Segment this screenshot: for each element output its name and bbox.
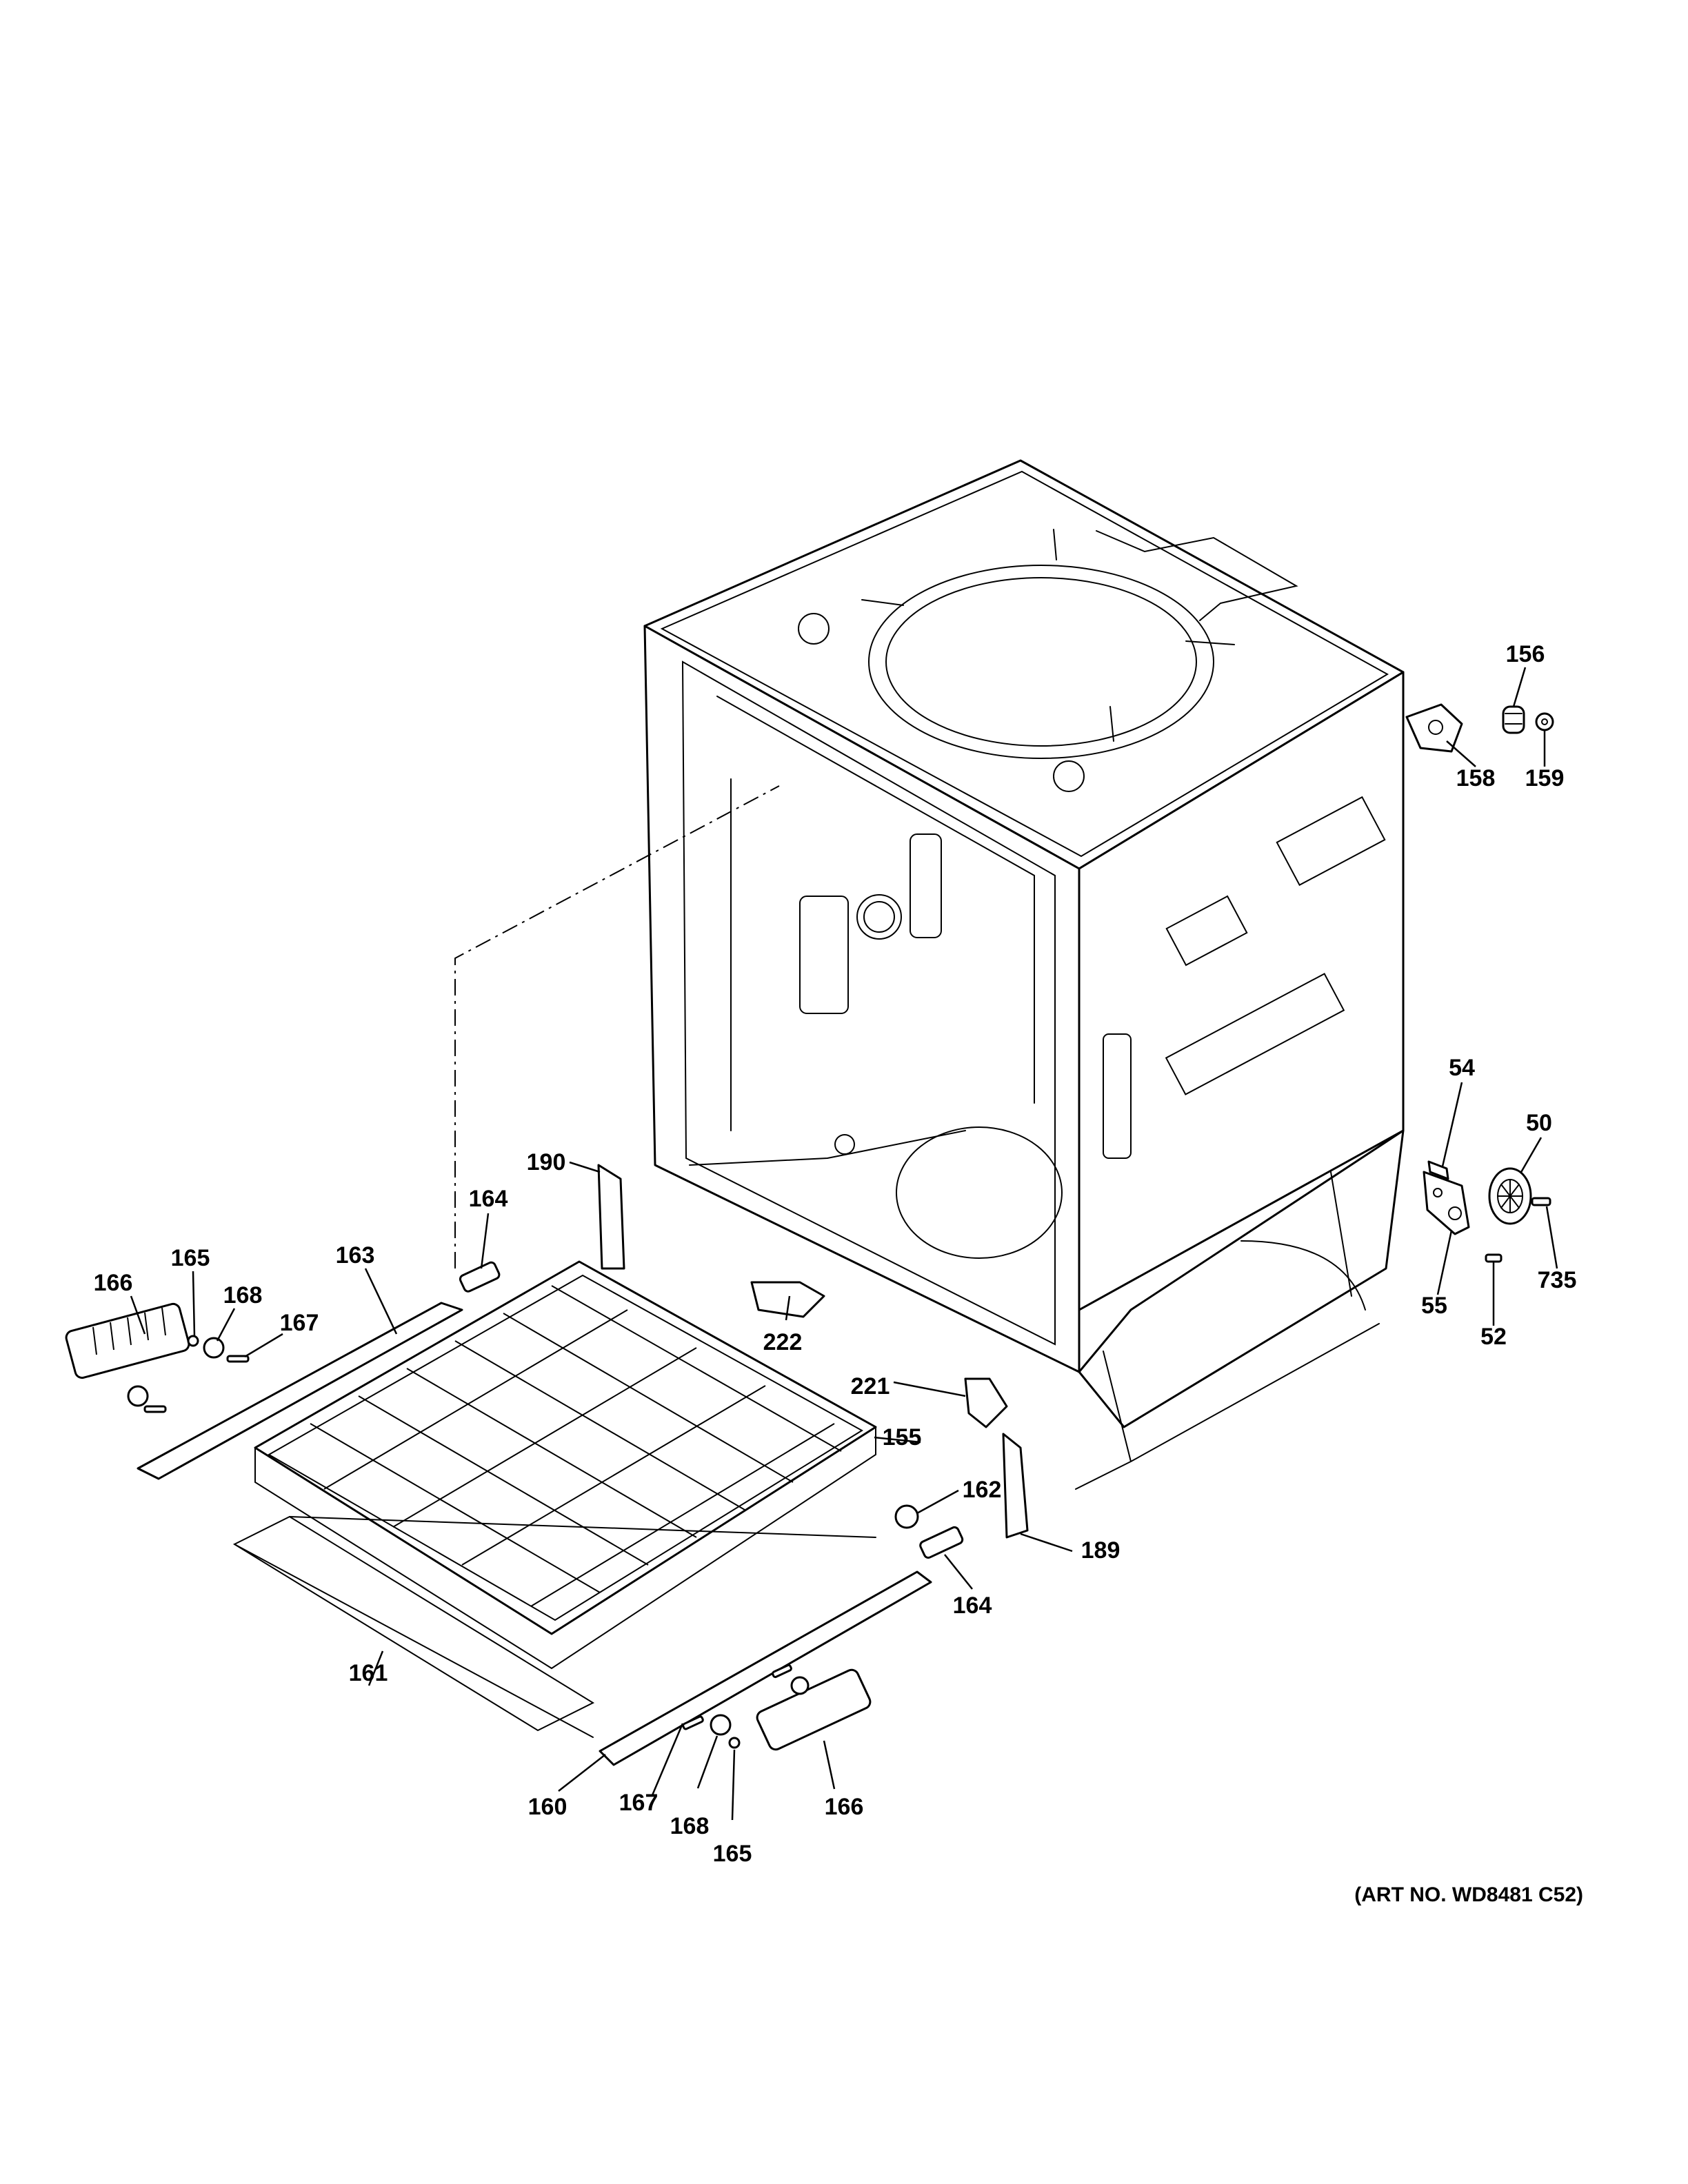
label-54: 54 — [1449, 1055, 1475, 1081]
label-165-right: 165 — [713, 1841, 752, 1867]
label-165-left: 165 — [171, 1245, 210, 1271]
label-221: 221 — [851, 1373, 890, 1399]
rack-assembly — [137, 1260, 964, 1766]
label-155: 155 — [883, 1424, 922, 1450]
label-156: 156 — [1506, 641, 1545, 667]
label-161: 161 — [349, 1660, 388, 1686]
part-735-screw — [1531, 1197, 1551, 1206]
part-164-upper — [459, 1261, 501, 1293]
alignment-line — [454, 785, 780, 1268]
part-189-shield — [1002, 1433, 1029, 1539]
callout-labels: 156 158 159 54 50 55 52 735 190 164 163 … — [94, 641, 1577, 1867]
label-168-right: 168 — [670, 1813, 710, 1839]
label-164-upper: 164 — [469, 1186, 508, 1212]
label-167-left: 167 — [280, 1310, 319, 1336]
label-168-left: 168 — [223, 1282, 263, 1308]
part-54-bracket — [1427, 1160, 1449, 1180]
tub-assembly — [643, 459, 1405, 1490]
right-roller-assembly — [682, 1664, 872, 1751]
part-164-lower — [919, 1526, 964, 1559]
part-156-clip — [1502, 705, 1525, 734]
art-number: (ART NO. WD8481 C52) — [1354, 1883, 1583, 1906]
label-162: 162 — [963, 1477, 1002, 1503]
label-158: 158 — [1456, 765, 1496, 791]
label-189: 189 — [1081, 1537, 1121, 1564]
label-735: 735 — [1538, 1267, 1577, 1293]
label-164-lower: 164 — [953, 1593, 992, 1619]
label-166-right: 166 — [825, 1794, 864, 1820]
part-190-shield — [597, 1164, 625, 1270]
label-50: 50 — [1526, 1110, 1552, 1136]
part-50-wheel — [1488, 1167, 1532, 1225]
label-222: 222 — [763, 1329, 803, 1355]
part-222-clip — [750, 1281, 825, 1318]
part-158-bracket — [1405, 703, 1463, 753]
label-159: 159 — [1525, 765, 1565, 791]
part-159-washer — [1535, 712, 1554, 731]
label-166-left: 166 — [94, 1270, 133, 1296]
label-55: 55 — [1421, 1293, 1447, 1319]
leader-lines — [130, 667, 1558, 1821]
label-167-right: 167 — [619, 1790, 659, 1816]
part-52-screw — [1485, 1253, 1503, 1263]
label-52: 52 — [1480, 1324, 1507, 1350]
part-221-bracket — [964, 1377, 1008, 1428]
label-160: 160 — [528, 1794, 567, 1820]
label-190: 190 — [527, 1149, 566, 1175]
part-55-hinge — [1423, 1171, 1470, 1235]
left-roller-assembly — [65, 1302, 250, 1413]
label-163: 163 — [336, 1242, 375, 1268]
